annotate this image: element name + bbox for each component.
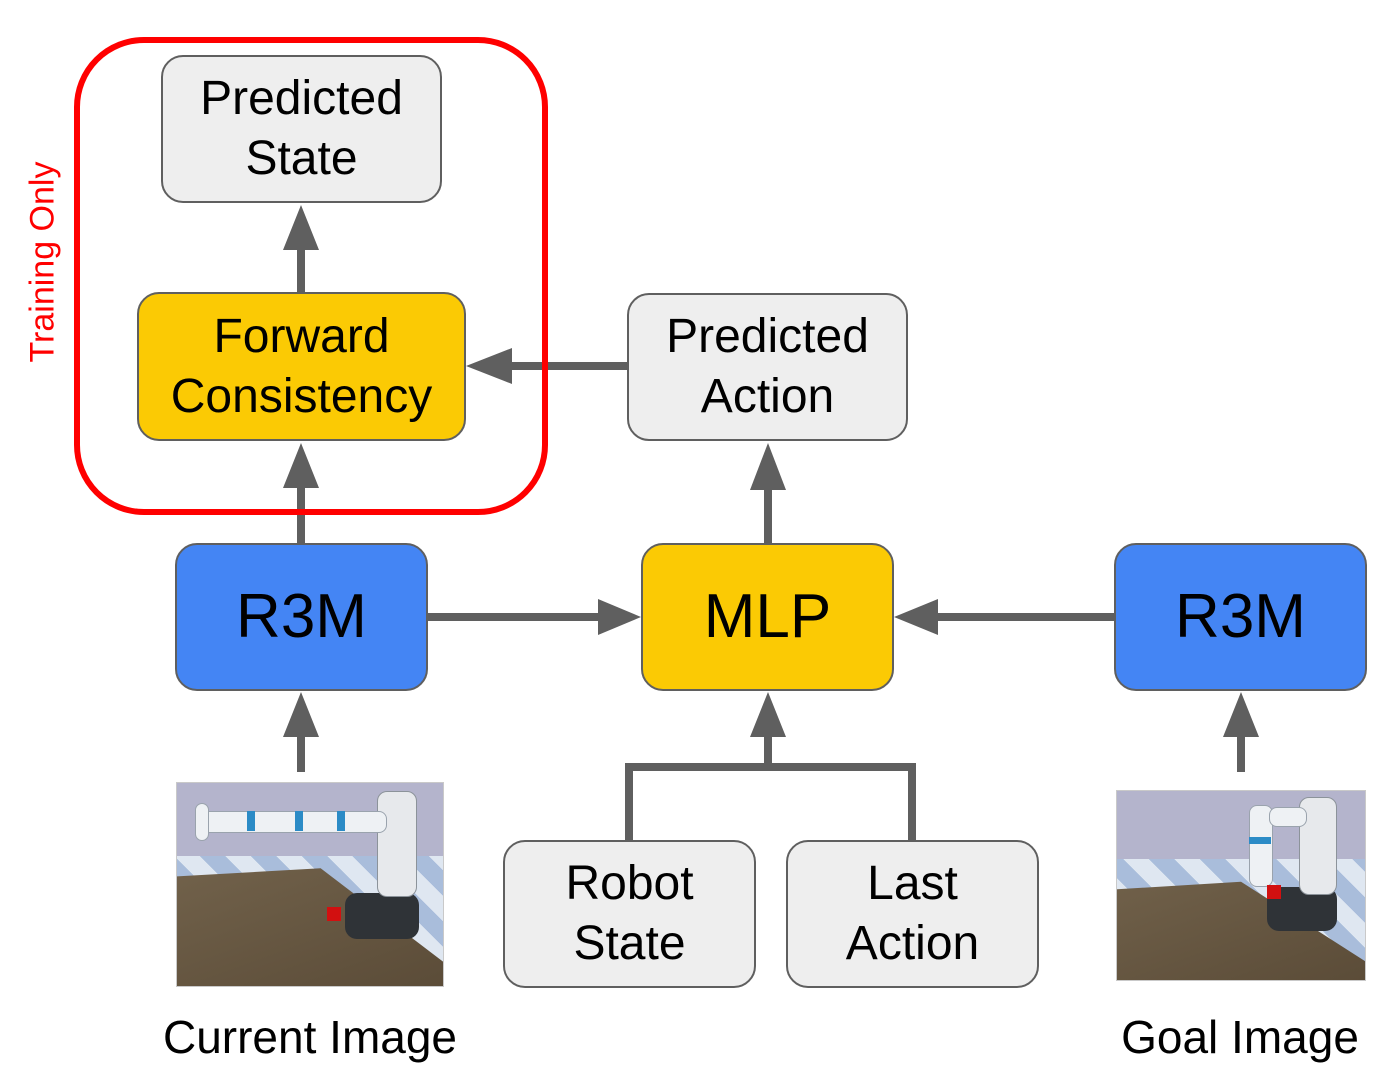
- predicted-state-box: Predicted State: [161, 55, 442, 203]
- predicted-action-line-2: Action: [700, 370, 835, 423]
- forward-consistency-box: Forward Consistency: [137, 292, 466, 441]
- forward-consistency-line-2: Consistency: [170, 369, 433, 423]
- arrowhead: [466, 348, 512, 384]
- predicted-state-line-2: State: [245, 132, 358, 185]
- arrowhead: [750, 443, 786, 490]
- arrowhead: [1223, 692, 1259, 737]
- mlp-box: MLP: [641, 543, 894, 691]
- arrowhead: [283, 692, 319, 737]
- training-only-label: Training Only: [23, 161, 62, 363]
- last-action-box: Last Action: [786, 840, 1039, 988]
- arrowhead: [894, 599, 938, 635]
- r3m-goal-box: R3M: [1114, 543, 1367, 691]
- mlp-label: MLP: [703, 582, 832, 651]
- r3m-current-label: R3M: [236, 582, 367, 651]
- r3m-goal-label: R3M: [1175, 582, 1306, 651]
- last-action-line-2: Action: [845, 917, 980, 970]
- arrowhead: [283, 443, 319, 488]
- goal-image: [1116, 790, 1366, 981]
- arrow-inputs-to-mlp: [625, 763, 916, 840]
- goal-image-caption: Goal Image: [1121, 1011, 1359, 1063]
- robot-state-line-2: State: [573, 917, 686, 970]
- r3m-current-box: R3M: [175, 543, 428, 691]
- arrowhead: [598, 599, 641, 635]
- arrowhead: [750, 692, 786, 737]
- training-only-frame: [74, 37, 548, 515]
- predicted-state-line-1: Predicted: [200, 72, 403, 125]
- robot-state-line-1: Robot: [565, 857, 694, 910]
- robot-state-box: Robot State: [503, 840, 756, 988]
- predicted-action-line-1: Predicted: [666, 310, 869, 363]
- current-image-caption: Current Image: [162, 1011, 458, 1063]
- arrowhead: [283, 205, 319, 250]
- predicted-action-box: Predicted Action: [627, 293, 908, 441]
- current-image: [176, 782, 444, 987]
- forward-consistency-line-1: Forward: [213, 309, 390, 363]
- last-action-line-1: Last: [867, 857, 958, 910]
